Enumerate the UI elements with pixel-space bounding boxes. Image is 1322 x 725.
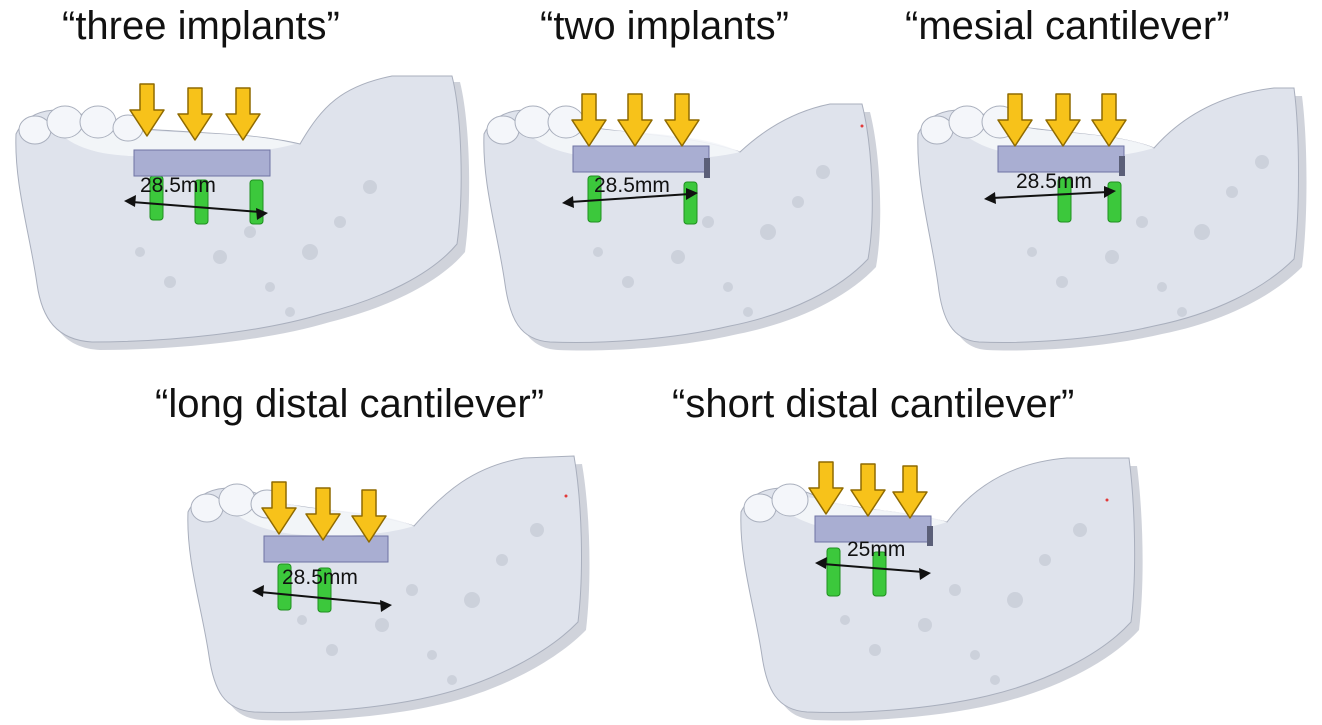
mandible-model-mesial-cantilever: 28.5mm [912,82,1312,354]
measurement-label: 28.5mm [594,174,670,197]
panel-long-distal-cantilever: 28.5mm [182,460,602,722]
panel-three-implants: 28.5mm [10,82,480,354]
mandible-model-short-distal-cantilever: 25mm [735,460,1145,722]
panel-short-distal-cantilever: 25mm [735,460,1145,722]
load-arrows [572,94,699,146]
prosthesis-end-cap [927,526,933,546]
measurement-label: 28.5mm [282,566,358,589]
prosthesis-bar [573,146,709,172]
mandible-model-two-implants: 28.5mm [478,82,898,354]
down-arrow-icon [226,88,260,140]
load-arrows [998,94,1126,146]
marker-dot [1106,499,1109,502]
implant-2 [684,182,697,224]
prosthesis-end-cap [1119,156,1125,176]
implant-2 [1108,182,1121,222]
panel-mesial-cantilever: 28.5mm [912,82,1312,354]
measurement-label: 28.5mm [140,174,216,197]
mandible-model-long-distal-cantilever: 28.5mm [182,460,602,722]
load-arrows [130,84,260,140]
marker-dot [861,125,864,128]
panel-two-implants: 28.5mm [478,82,898,354]
prosthesis-bar [134,150,270,176]
title-three-implants: “three implants” [62,6,340,46]
implant-1 [827,548,840,596]
prosthesis-bar [998,146,1124,172]
mandible-model-three-implants: 28.5mm [10,82,480,354]
title-long-distal-cantilever: “long distal cantilever” [155,384,544,424]
title-two-implants: “two implants” [540,6,789,46]
title-short-distal-cantilever: “short distal cantilever” [672,384,1074,424]
marker-dot [565,495,568,498]
measurement-label: 25mm [847,538,905,561]
measurement-label: 28.5mm [1016,170,1092,193]
prosthesis-end-cap [704,158,710,178]
title-mesial-cantilever: “mesial cantilever” [905,6,1230,46]
down-arrow-icon [893,466,927,518]
load-arrows [809,462,927,518]
